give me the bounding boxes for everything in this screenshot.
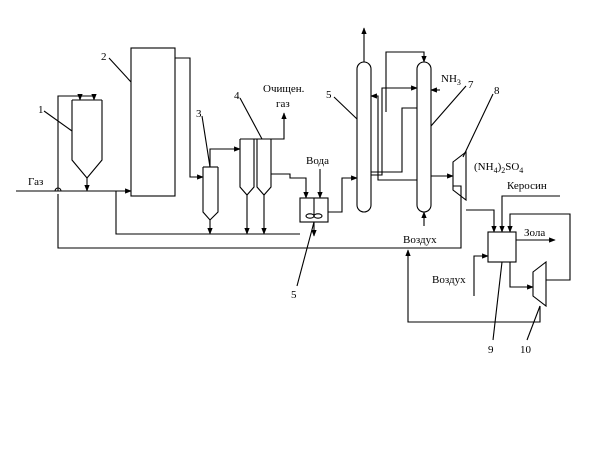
label-water: Вода [306,155,329,167]
apparatus-2-column [131,48,175,196]
label-number-1: 1 [38,104,44,116]
label-cleaned-gas-line1: Очищен. [263,83,305,95]
apparatus-3-cyclone [203,167,218,220]
label-number-3: 3 [196,108,202,120]
mixer-tank [300,198,328,222]
label-number-5-top: 5 [326,89,332,101]
apparatus-9-box [488,232,516,262]
label-number-10: 10 [520,344,532,356]
apparatus-1-cyclone [72,100,102,178]
label-air-top: Воздух [403,234,437,246]
piping [16,28,570,322]
label-kerosene: Керосин [507,180,547,192]
label-gas-inlet: Газ [28,176,43,188]
label-number-8: 8 [494,85,500,97]
label-ammonium-sulfate: (NH4)2SO4 [474,161,523,175]
label-number-7: 7 [468,79,474,91]
column-7 [417,62,431,212]
label-number-2: 2 [101,51,107,63]
label-ash: Зола [524,227,545,239]
label-number-9: 9 [488,344,494,356]
label-number-4: 4 [234,90,240,102]
label-ammonia: NH3 [441,73,461,87]
apparatus-8-centrifuge [453,152,466,200]
column-5 [357,62,371,212]
apparatus-10-centrifuge [533,262,546,306]
label-air-left: Воздух [432,274,466,286]
label-cleaned-gas-line2: газ [276,98,290,110]
apparatus-4-filter [240,139,271,195]
label-number-5-bottom: 5 [291,289,297,301]
